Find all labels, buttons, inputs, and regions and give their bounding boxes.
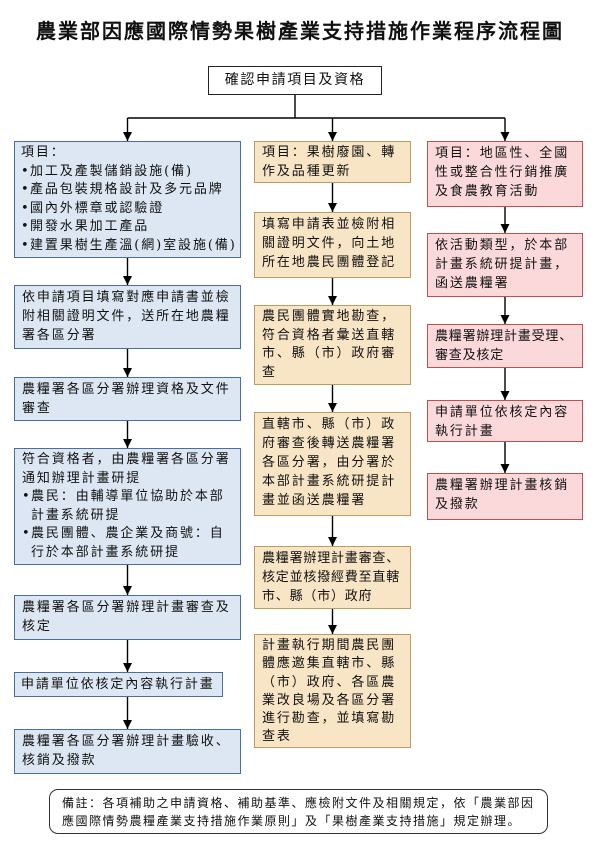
- step-text: 計畫執行期間農民團體應邀集直轄市、縣（市）政府、各區農業改良場及各區分署進行勘查…: [262, 638, 397, 745]
- step-text: 農糧署各區分署辦理計畫審查及核定: [22, 600, 231, 634]
- applicant-item: 農民團體、農企業及商號：自行於本部計畫系統研提: [22, 525, 233, 562]
- facility-track-step-2: 依申請項目填寫對應申請書並檢附相關證明文件，送所在地農糧署各區分署: [14, 285, 241, 349]
- facility-track-step-4: 符合資格者，由農糧署各區分署通知辦理計畫研提 農民：由輔導單位協助於本部計畫系統…: [14, 448, 241, 565]
- step-text: 確認申請項目及資格: [224, 72, 366, 88]
- start-step-box: 確認申請項目及資格: [208, 66, 382, 95]
- scope-item: 產品包裝規格設計及多元品牌: [21, 181, 234, 200]
- step-text: 申請單位依核定內容執行計畫: [21, 677, 215, 692]
- step-text: 依申請項目填寫對應申請書並檢附相關證明文件，送所在地農糧署各區分署: [22, 290, 231, 343]
- footnote-text: 備註：各項補助之申請資格、補助基準、應檢附文件及相關規定，依「農業部因應國際情勢…: [62, 796, 535, 828]
- step-text: 符合資格者，由農糧署各區分署通知辦理計畫研提: [22, 452, 231, 486]
- facility-track-step-6: 申請單位依核定內容執行計畫: [14, 672, 223, 697]
- facility-track-step-3: 農糧署各區分署辦理資格及文件審查: [14, 377, 241, 421]
- step-text: 申請單位依核定內容執行計畫: [435, 405, 570, 439]
- scope-list: 加工及產製儲銷設施(備) 產品包裝規格設計及多元品牌 國內外標章或認驗證 開發水…: [21, 163, 235, 256]
- applicant-item: 農民：由輔導單位協助於本部計畫系統研提: [22, 488, 233, 525]
- step-text: 項目：地區性、全國性或整合性行銷推廣及食農教育活動: [435, 146, 570, 199]
- facility-track-step-5: 農糧署各區分署辦理計畫審查及核定: [14, 595, 241, 640]
- scope-item: 加工及產製儲銷設施(備): [21, 163, 234, 182]
- step-text: 直轄市、縣（市）政府審查後轉送農糧署各區分署，由分署於本部計畫系統研提計畫並函送…: [262, 417, 397, 508]
- footnote-box: 備註：各項補助之申請資格、補助基準、應檢附文件及相關規定，依「農業部因應國際情勢…: [49, 789, 548, 834]
- scope-item: 開發水果加工產品: [21, 218, 234, 237]
- scope-item: 建置果樹生產溫(網)室設施(備): [21, 237, 235, 256]
- facility-track-step-7: 農糧署各區分署辦理計畫驗收、核銷及撥款: [14, 729, 241, 774]
- step-text: 農糧署辦理計畫審查、核定並核撥經費至直轄市、縣（市）政府: [262, 551, 401, 604]
- step-text: 農糧署辦理計畫受理、審查及核定: [435, 329, 574, 363]
- step-text: 農糧署各區分署辦理資格及文件審查: [22, 382, 231, 416]
- orchard-track-step-2: 填寫申請表並檢附相關證明文件，向土地所在地農民團體登記: [254, 212, 411, 278]
- orchard-track-step-3: 農民團體實地勘查，符合資格者彙送直轄市、縣（市）政府審查: [254, 305, 411, 385]
- applicant-list: 農民：由輔導單位協助於本部計畫系統研提 農民團體、農企業及商號：自行於本部計畫系…: [22, 488, 233, 562]
- facility-track-step-1: 項目： 加工及產製儲銷設施(備) 產品包裝規格設計及多元品牌 國內外標章或認驗證…: [14, 141, 241, 258]
- marketing-track-step-5: 農糧署辦理計畫核銷及撥款: [427, 473, 583, 520]
- scope-heading: 項目：: [21, 145, 66, 160]
- orchard-track-step-1: 項目：果樹廢園、轉作及品種更新: [254, 141, 411, 183]
- page-title: 農業部因應國際情勢果樹產業支持措施作業程序流程圖: [36, 19, 564, 43]
- step-text: 項目：果樹廢園、轉作及品種更新: [262, 145, 397, 179]
- step-text: 依活動類型，於本部計畫系統研提計畫，函送農糧署: [435, 238, 570, 291]
- step-text: 填寫申請表並檢附相關證明文件，向土地所在地農民團體登記: [262, 217, 397, 270]
- scope-item: 國內外標章或認驗證: [21, 200, 234, 219]
- marketing-track-step-2: 依活動類型，於本部計畫系統研提計畫，函送農糧署: [427, 233, 583, 297]
- step-text: 農糧署各區分署辦理計畫驗收、核銷及撥款: [22, 734, 231, 768]
- orchard-track-step-5: 農糧署辦理計畫審查、核定並核撥經費至直轄市、縣（市）政府: [254, 546, 411, 609]
- marketing-track-step-3: 農糧署辦理計畫受理、審查及核定: [427, 324, 583, 368]
- step-text: 農糧署辦理計畫核銷及撥款: [435, 478, 570, 512]
- orchard-track-step-6: 計畫執行期間農民團體應邀集直轄市、縣（市）政府、各區農業改良場及各區分署進行勘查…: [254, 634, 411, 748]
- orchard-track-step-4: 直轄市、縣（市）政府審查後轉送農糧署各區分署，由分署於本部計畫系統研提計畫並函送…: [254, 412, 411, 516]
- marketing-track-step-4: 申請單位依核定內容執行計畫: [427, 400, 583, 442]
- step-text: 農民團體實地勘查，符合資格者彙送直轄市、縣（市）政府審查: [262, 309, 397, 380]
- marketing-track-step-1: 項目：地區性、全國性或整合性行銷推廣及食農教育活動: [427, 141, 583, 207]
